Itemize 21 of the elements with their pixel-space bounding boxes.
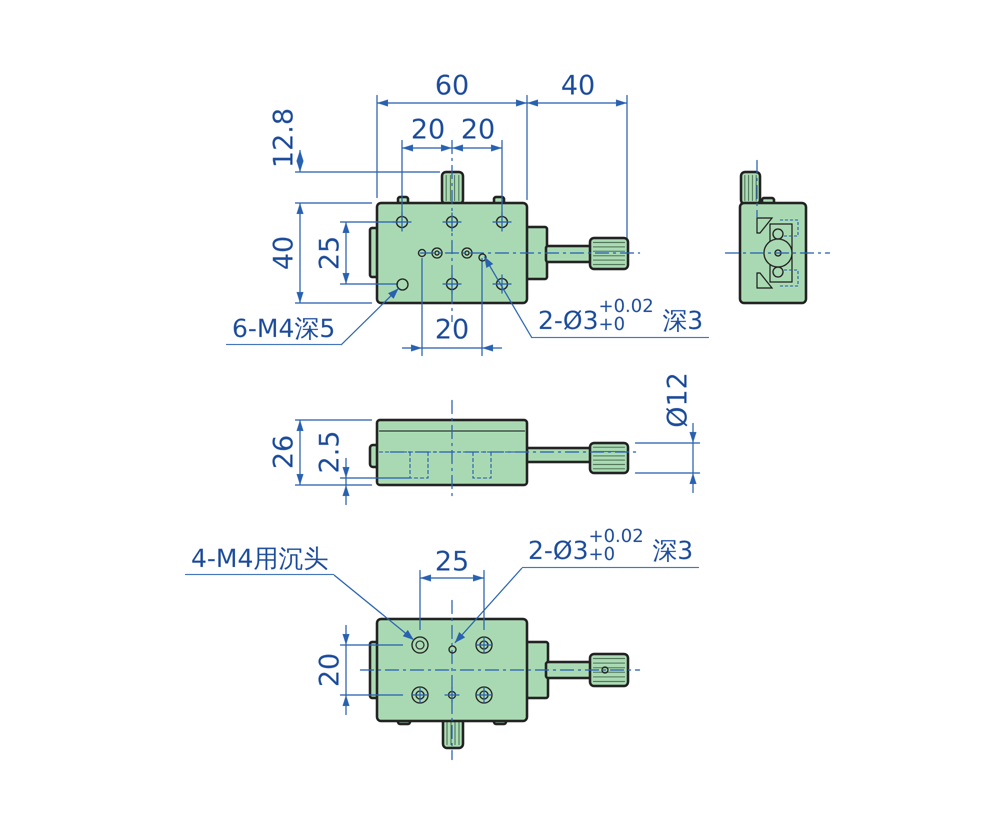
leader-line: [454, 568, 522, 644]
callout-label: 4-M4用沉头: [185, 546, 334, 575]
dimension-label: 20: [460, 116, 496, 144]
threaded-hole: [394, 276, 410, 292]
dimension-label: 2.5: [316, 430, 344, 474]
dimension-label: 20: [410, 116, 446, 144]
leader-line: [340, 288, 399, 346]
dimension-label: 60: [434, 72, 470, 100]
dimension-label: 20: [316, 652, 344, 688]
counterbored-hole: [410, 635, 430, 655]
callout-label: 6-M4深5: [226, 316, 342, 345]
leader-line: [484, 256, 533, 338]
dimension-label: 25: [316, 236, 344, 270]
dimension-label: 26: [270, 434, 298, 470]
dimension-label: Ø12: [664, 372, 692, 428]
leader-line: [334, 574, 414, 640]
dimension-label: 25: [434, 548, 470, 576]
dimension-label: 12.8: [270, 108, 298, 168]
dimension-label: 40: [560, 72, 596, 100]
dimension-label: 40: [270, 236, 298, 270]
dimension-label: 20: [434, 316, 470, 344]
